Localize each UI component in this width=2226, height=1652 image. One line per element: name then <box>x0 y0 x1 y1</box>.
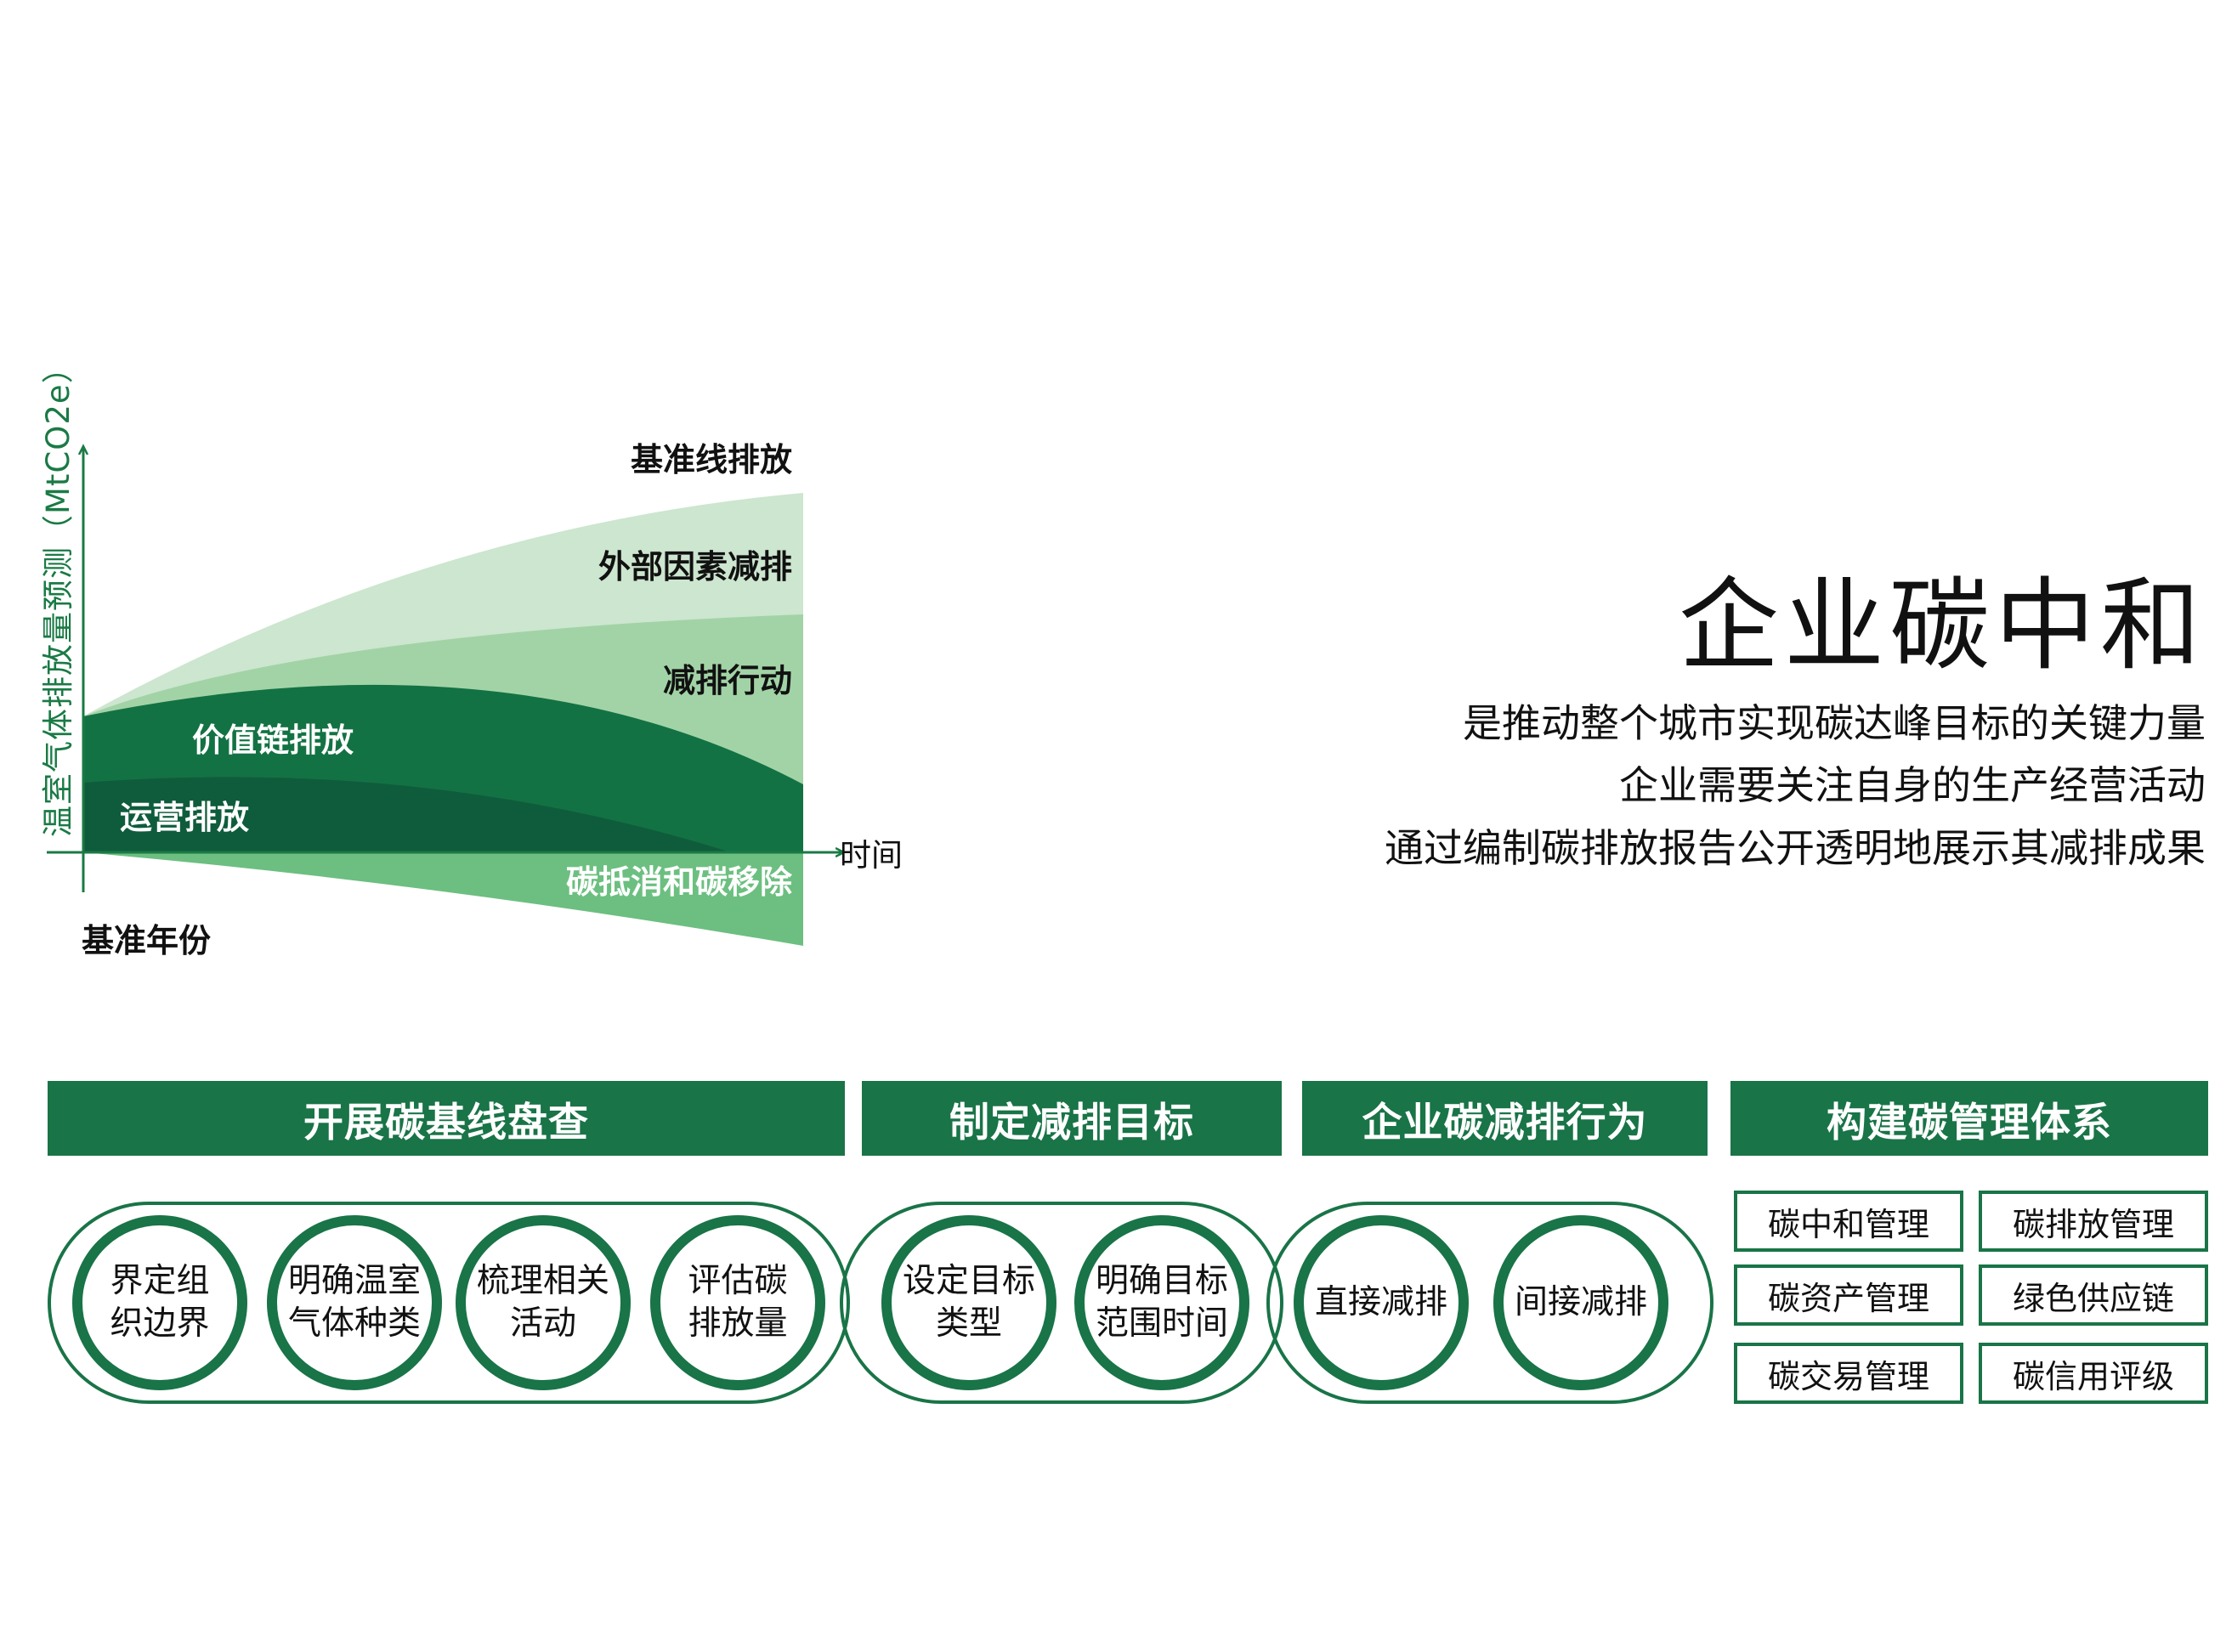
label-value-chain: 价值链排放 <box>192 721 354 759</box>
step-define-target-scope: 明确目标 范围时间 <box>1074 1215 1249 1390</box>
step-assess-emissions: 评估碳 排放量 <box>650 1215 825 1390</box>
box-carbon-asset-mgmt: 碳资产管理 <box>1734 1264 1963 1326</box>
title-line-2: 企业需要关注自身的生产经营活动 <box>1619 762 2206 808</box>
step-sort-activities: 梳理相关 活动 <box>456 1215 631 1390</box>
x-axis-label: 时间 <box>840 837 903 874</box>
step-define-boundary: 界定组 织边界 <box>72 1215 247 1390</box>
step-set-target-type: 设定目标 类型 <box>881 1215 1056 1390</box>
box-carbon-emission-mgmt: 碳排放管理 <box>1979 1191 2208 1252</box>
header-management-system: 构建碳管理体系 <box>1730 1081 2208 1156</box>
label-baseline-emission: 基准线排放 <box>630 441 792 478</box>
band-operations <box>83 777 731 852</box>
label-reduction-action: 减排行动 <box>662 662 792 699</box>
box-carbon-credit-rating: 碳信用评级 <box>1979 1343 2208 1404</box>
header-baseline-inventory: 开展碳基线盘查 <box>48 1081 845 1156</box>
label-external-reduction: 外部因素减排 <box>598 548 792 586</box>
step-indirect-reduction: 间接减排 <box>1493 1215 1668 1390</box>
page-title: 企业碳中和 <box>1678 567 2206 684</box>
header-reduction-target: 制定减排目标 <box>862 1081 1282 1156</box>
step-direct-reduction: 直接减排 <box>1294 1215 1469 1390</box>
emission-chart <box>47 0 935 946</box>
label-offset-removal: 碳抵消和碳移除 <box>565 863 792 901</box>
baseline-year-label: 基准年份 <box>82 922 212 959</box>
label-operations: 运营排放 <box>120 799 250 836</box>
header-reduction-behavior: 企业碳减排行为 <box>1302 1081 1708 1156</box>
box-green-supply-chain: 绿色供应链 <box>1979 1264 2208 1326</box>
band-offset-removal <box>83 852 803 946</box>
pill-reduction-behavior <box>1266 1202 1713 1404</box>
step-define-ghg-types: 明确温室 气体种类 <box>267 1215 442 1390</box>
title-line-1: 是推动整个城市实现碳达峰目标的关键力量 <box>1463 700 2206 746</box>
box-carbon-trading-mgmt: 碳交易管理 <box>1734 1343 1963 1404</box>
title-line-3: 通过编制碳排放报告公开透明地展示其减排成果 <box>1385 825 2206 871</box>
y-axis-label: 温室气体排放量预测（MtCO2e） <box>40 351 76 837</box>
box-carbon-neutral-mgmt: 碳中和管理 <box>1734 1191 1963 1252</box>
